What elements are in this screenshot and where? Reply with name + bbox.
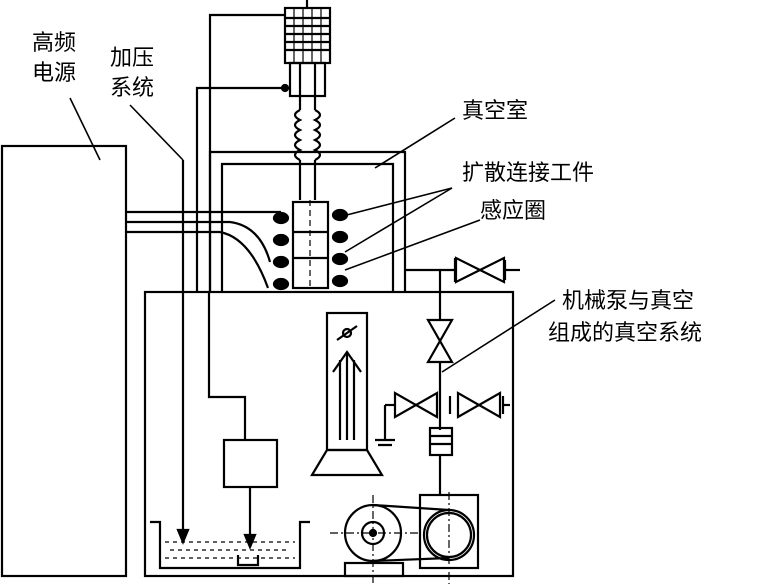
- vacuum-pipework: [383, 260, 520, 495]
- valve-left: [393, 391, 439, 419]
- label-press-system-line2: 系统: [110, 76, 155, 101]
- coil-leads: [126, 210, 281, 289]
- label-workpieces: 扩散连接工件: [462, 161, 595, 186]
- vacuum-chamber-bell: [208, 150, 407, 292]
- label-induction-coil: 感应圈: [480, 199, 547, 224]
- label-vacuum-system-line1: 机械泵与真空: [562, 289, 695, 314]
- workpieces: [291, 200, 330, 290]
- label-hf-power-line1: 高频: [32, 31, 77, 56]
- cold-trap: [375, 426, 454, 457]
- label-vacuum-system-line2: 组成的真空系统: [548, 321, 703, 346]
- label-vacuum-chamber: 真空室: [462, 99, 529, 124]
- hf-power-cabinet: [0, 144, 128, 578]
- control-unit: [222, 438, 279, 489]
- press-cylinder: [283, 0, 332, 110]
- label-hf-power-line2: 电源: [32, 61, 77, 86]
- induction-coil: [272, 208, 349, 291]
- label-press-system-line1: 加压: [110, 46, 155, 71]
- valve-right: [448, 391, 502, 419]
- press-system-lines: [176, 13, 290, 545]
- coolant-tank: [150, 520, 310, 570]
- press-bellows: [293, 109, 322, 161]
- mechanical-pump: [330, 492, 480, 584]
- base-cabinet: [143, 290, 515, 578]
- diffusion-pump: [310, 311, 384, 477]
- leader-lines: [69, 97, 556, 373]
- valve-top: [453, 256, 506, 284]
- valve-vertical: [426, 318, 454, 364]
